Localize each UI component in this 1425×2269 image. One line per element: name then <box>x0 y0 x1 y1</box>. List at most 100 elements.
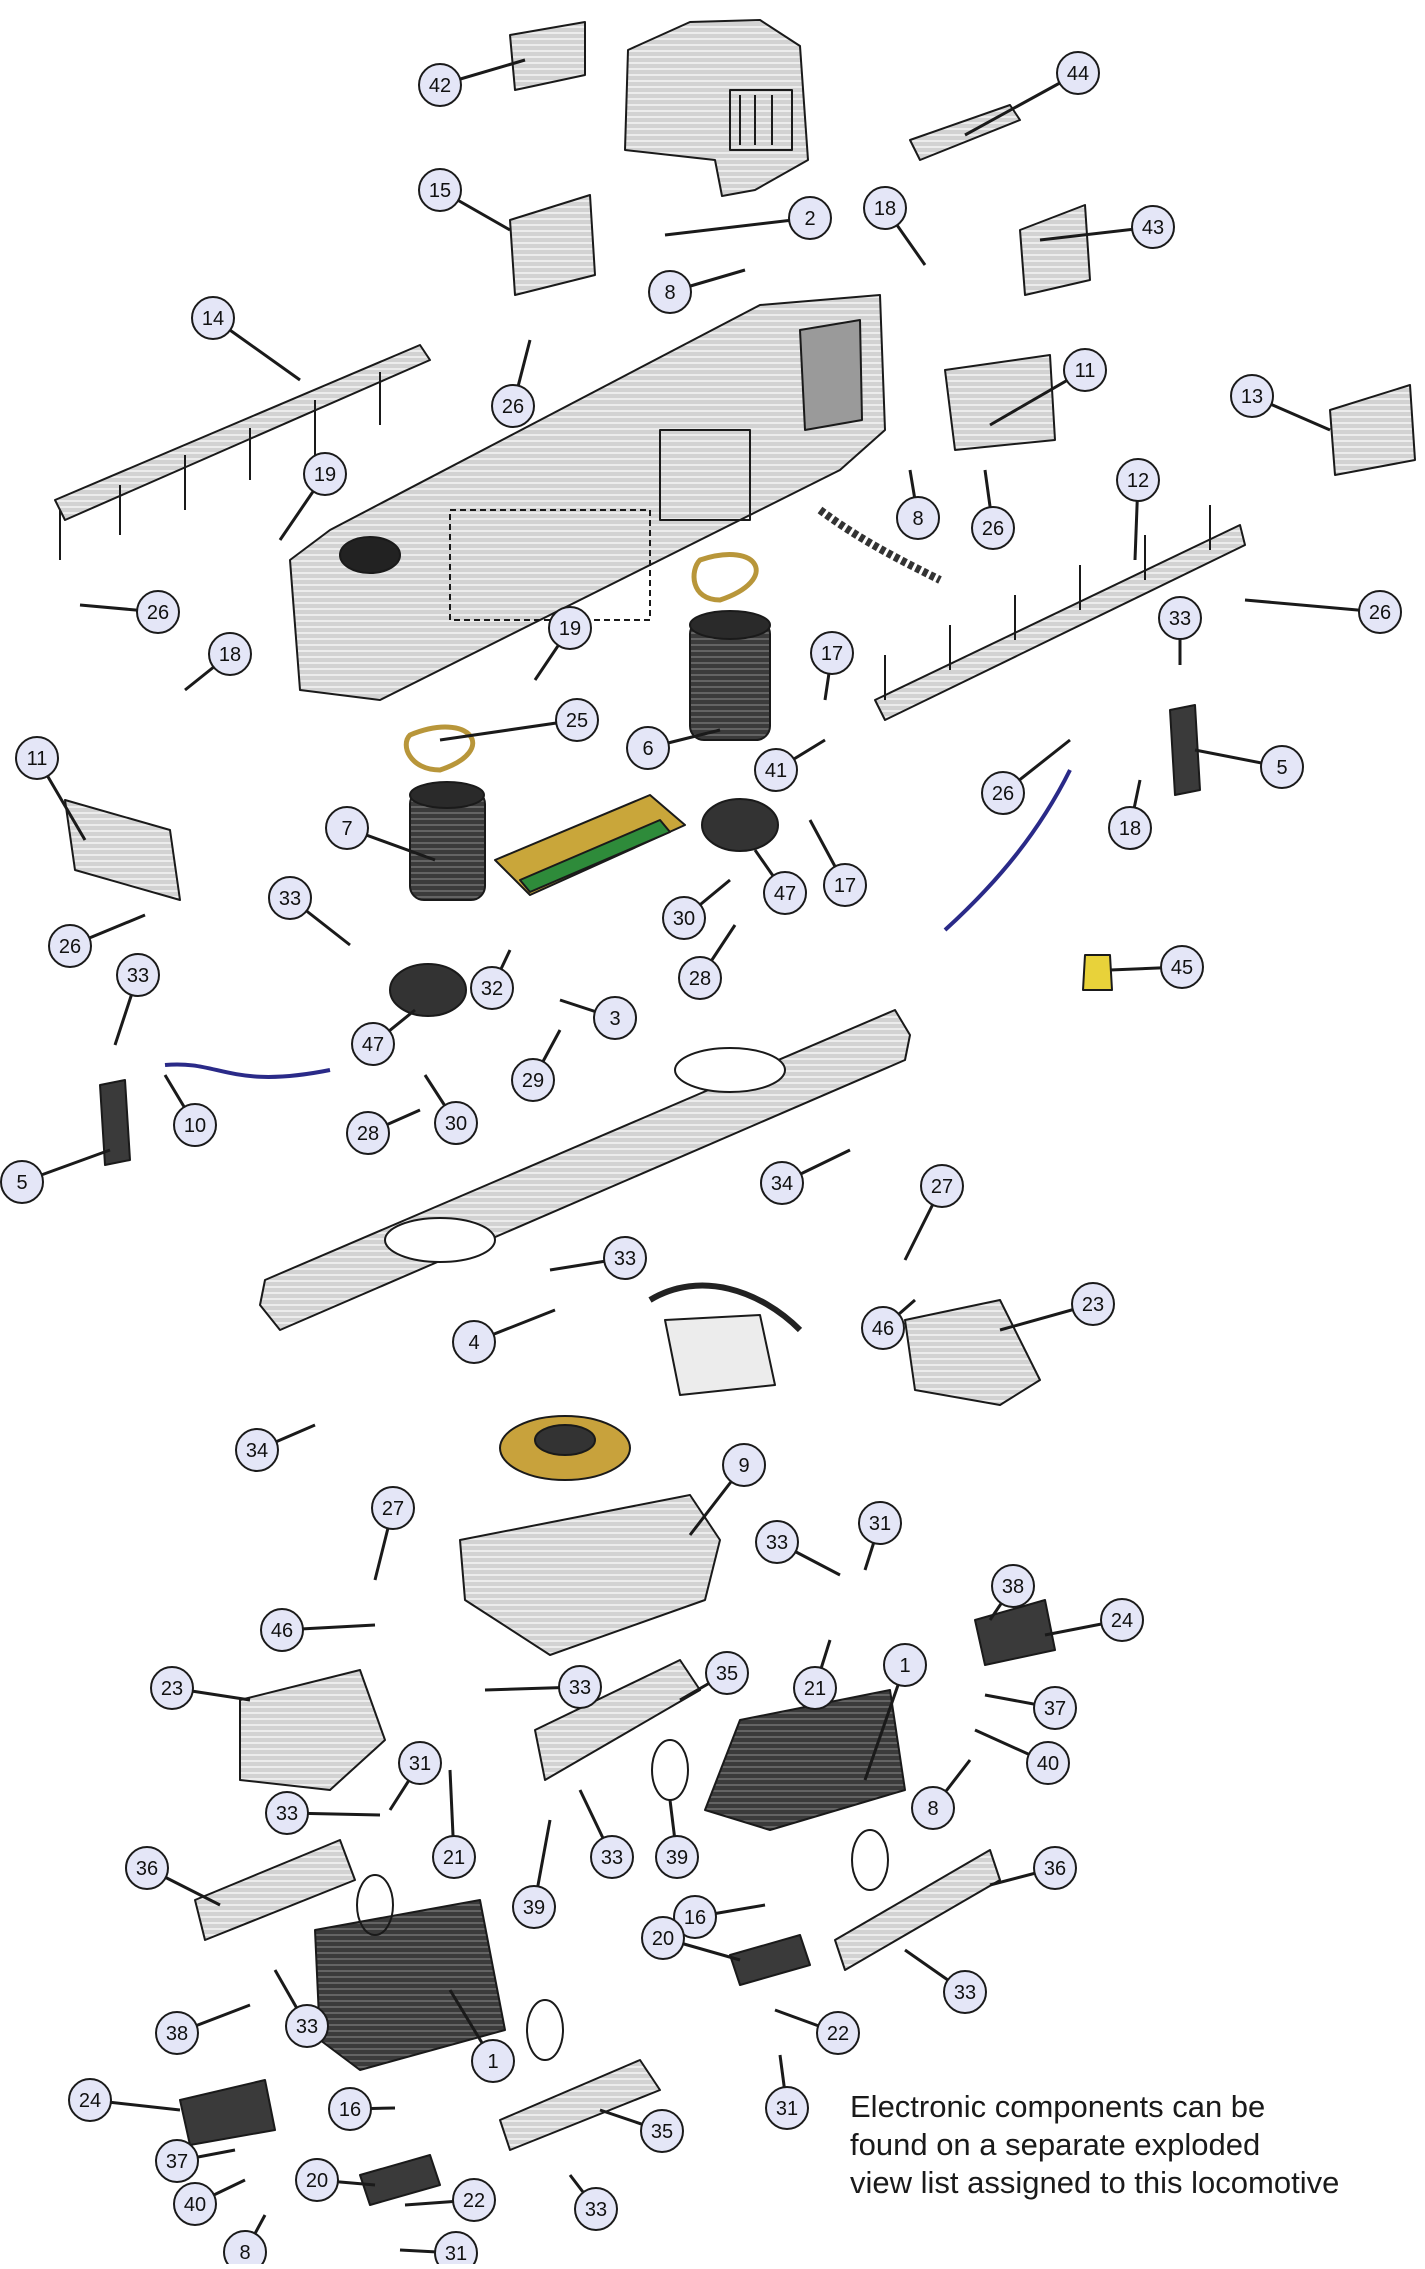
callout-bubble: 26 <box>971 506 1015 550</box>
callout-bubble: 46 <box>260 1608 304 1652</box>
callout-circle <box>208 632 252 676</box>
gearbox-24-right-part <box>974 1599 1056 1666</box>
callout-bubble: 24 <box>1100 1598 1144 1642</box>
motor-6-part <box>689 610 771 741</box>
callout-circle <box>911 1786 955 1830</box>
callout-circle <box>173 2182 217 2226</box>
callout-bubble: 2 <box>788 196 832 240</box>
callout-circle <box>861 1306 905 1350</box>
callout-circle <box>823 863 867 907</box>
callout-number: 33 <box>279 888 301 910</box>
callout-bubble: 1 <box>883 1643 927 1687</box>
callout-number: 18 <box>874 198 896 220</box>
side-frame-36-right-part <box>834 1849 1001 1971</box>
callout-bubble: 23 <box>150 1666 194 1710</box>
callout-number: 8 <box>927 1798 938 1820</box>
callout-number: 11 <box>27 748 48 770</box>
callout-number: 44 <box>1067 63 1089 85</box>
callout-bubble: 33 <box>1158 596 1202 640</box>
callout-circle <box>1071 1282 1115 1326</box>
callout-number: 5 <box>1276 757 1287 779</box>
end-railing-42-part <box>509 21 586 91</box>
callout-number: 33 <box>127 965 149 987</box>
weight-part <box>664 1314 776 1396</box>
callout-number: 20 <box>306 2170 328 2192</box>
callout-number: 26 <box>982 518 1004 540</box>
callout-number: 20 <box>652 1928 674 1950</box>
circuit-board-part <box>494 794 686 896</box>
callout-number: 4 <box>468 1332 479 1354</box>
callout-bubble: 8 <box>223 2230 267 2269</box>
callout-bubble: 36 <box>125 1846 169 1890</box>
callout-bubble: 33 <box>574 2187 618 2231</box>
callout-number: 21 <box>443 1847 465 1869</box>
leader-line <box>439 718 578 742</box>
callout-bubble: 26 <box>136 590 180 634</box>
callout-number: 33 <box>601 1847 623 1869</box>
callout-number: 21 <box>804 1678 826 1700</box>
callout-number: 23 <box>1082 1294 1104 1316</box>
callout-number: 27 <box>931 1176 953 1198</box>
callout-circle <box>603 1236 647 1280</box>
callout-circle <box>452 2178 496 2222</box>
callout-number: 40 <box>1037 1753 1059 1775</box>
callout-bubble: 33 <box>755 1520 799 1564</box>
callout-number: 32 <box>481 978 503 1000</box>
callout-circle <box>285 2004 329 2048</box>
callout-number: 33 <box>296 2016 318 2038</box>
callout-circle <box>788 196 832 240</box>
callout-circle <box>754 748 798 792</box>
callout-circle <box>593 996 637 1040</box>
callout-circle <box>705 1651 749 1695</box>
callout-number: 35 <box>716 1663 738 1685</box>
callout-number: 40 <box>184 2194 206 2216</box>
callout-number: 47 <box>774 883 796 905</box>
callout-circle <box>1260 745 1304 789</box>
callout-circle <box>1116 458 1160 502</box>
callout-bubble: 44 <box>1056 51 1100 95</box>
truck-mount-23-right-part <box>904 1299 1041 1406</box>
callout-bubble: 15 <box>418 168 462 212</box>
callout-number: 18 <box>219 644 241 666</box>
callout-bubble: 45 <box>1160 945 1204 989</box>
callout-number: 28 <box>357 1123 379 1145</box>
tire-39-right-b-part <box>851 1829 889 1891</box>
callout-bubble: 39 <box>655 1835 699 1879</box>
callout-bubble: 22 <box>452 2178 496 2222</box>
callout-number: 17 <box>821 643 843 665</box>
plate-20-left-part <box>359 2154 441 2206</box>
callout-circle <box>223 2230 267 2269</box>
tire-39-left-b-part <box>526 1999 564 2061</box>
callout-bubble: 23 <box>1071 1282 1115 1326</box>
callout-bubble: 34 <box>760 1161 804 1205</box>
callout-circle <box>863 186 907 230</box>
motor-7-part <box>409 781 486 901</box>
callout-circle <box>558 1665 602 1709</box>
callout-bubble: 40 <box>1026 1741 1070 1785</box>
callout-bubble: 11 <box>1063 348 1107 392</box>
side-frame-36-left-part <box>194 1839 356 1941</box>
callout-bubble: 26 <box>48 924 92 968</box>
callout-number: 18 <box>1119 818 1141 840</box>
callout-number: 38 <box>166 2023 188 2045</box>
speaker-part <box>499 1415 631 1481</box>
callout-bubble: 38 <box>991 1564 1035 1608</box>
callout-circle <box>265 1791 309 1835</box>
callout-bubble: 26 <box>491 384 535 428</box>
callout-bubble: 21 <box>432 1835 476 1879</box>
callout-bubble: 16 <box>673 1895 717 1939</box>
callout-circle <box>640 2109 684 2153</box>
callout-circle <box>920 1164 964 1208</box>
callout-circle <box>398 1741 442 1785</box>
callout-number: 1 <box>487 2051 498 2073</box>
callout-circle <box>260 1608 304 1652</box>
leader-line <box>664 216 811 237</box>
callout-number: 7 <box>341 818 352 840</box>
end-railing-15-part <box>509 194 596 296</box>
cap-47-right-part <box>701 798 779 852</box>
callout-number: 33 <box>569 1677 591 1699</box>
callout-bubble: 32 <box>470 966 514 1010</box>
callout-circle <box>295 2158 339 2202</box>
